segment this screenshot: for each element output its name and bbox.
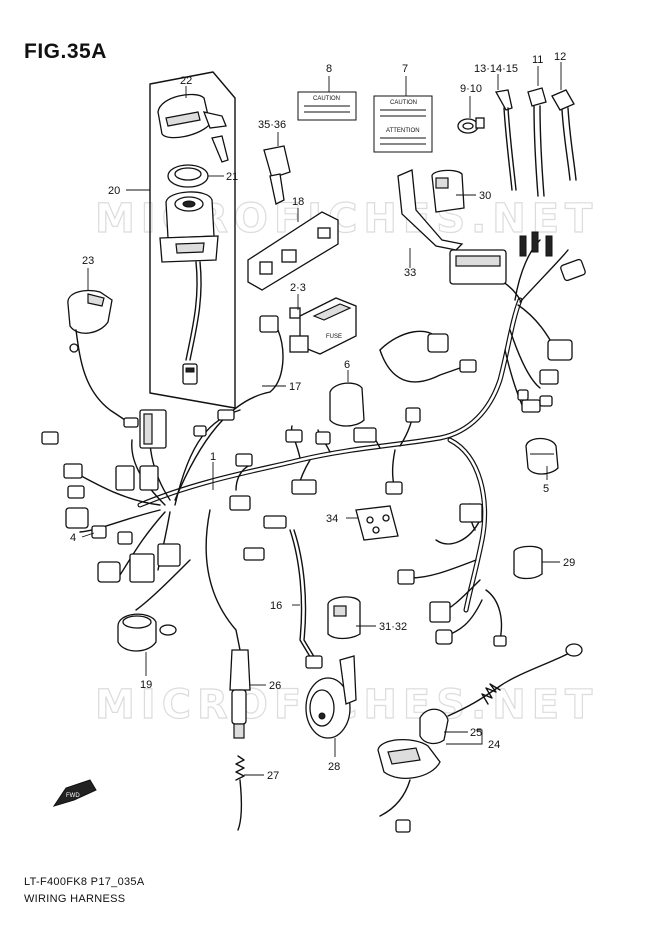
callout-5: 5: [543, 483, 549, 495]
caution-labels: CAUTION CAUTION ATTENTION: [297, 91, 433, 153]
callout-9-10: 9·10: [460, 83, 482, 95]
fwd-text: FWD: [66, 793, 80, 799]
fuse-bracket-plate: [247, 211, 339, 291]
callout-21: 21: [226, 171, 238, 183]
callout-11: 11: [532, 54, 543, 66]
relay-30: [431, 169, 465, 213]
callout-28: 28: [328, 761, 340, 773]
callout-7: 7: [402, 63, 408, 75]
callout-25: 25: [470, 727, 482, 739]
cap-5: [525, 437, 559, 475]
caution-tag-7: CAUTION: [390, 100, 417, 106]
handlebar-switch-left: [67, 289, 139, 428]
callout-1: 1: [210, 451, 216, 463]
callout-22: 22: [180, 75, 192, 87]
callout-29: 29: [563, 557, 575, 569]
callout-6: 6: [344, 359, 350, 371]
bracket-34: [355, 505, 399, 541]
callout-33: 33: [404, 267, 416, 279]
handlebar-switch-right: [377, 643, 583, 833]
ignition-key: [263, 145, 291, 205]
callout-18: 18: [292, 196, 304, 208]
fuse-text: FUSE: [326, 334, 342, 340]
sensor-26: [205, 509, 251, 739]
clamp-9-10: [457, 117, 485, 134]
callout-23: 23: [82, 255, 94, 267]
callout-27: 27: [267, 770, 279, 782]
cover-6: [329, 382, 365, 427]
relay-29: [513, 545, 543, 580]
attention-tag: ATTENTION: [386, 128, 420, 134]
callout-2-3: 2·3: [290, 282, 306, 294]
callout-20: 20: [108, 185, 120, 197]
fuse-box: FUSE: [289, 297, 357, 355]
switch-19: [117, 559, 191, 652]
figure-name: WIRING HARNESS: [24, 893, 126, 905]
callout-34: 34: [326, 513, 338, 525]
spring-clip-27: [235, 755, 245, 831]
callout-31-32: 31·32: [379, 621, 407, 633]
callout-16: 16: [270, 600, 282, 612]
callout-35-36: 35·36: [258, 119, 286, 131]
callout-26: 26: [269, 680, 281, 692]
main-wiring-harness: [69, 239, 569, 641]
callout-30: 30: [479, 190, 491, 202]
caution-tag-8: CAUTION: [313, 96, 340, 102]
callout-17: 17: [289, 381, 301, 393]
forward-direction-arrow: FWD: [52, 779, 97, 807]
bracket-33: [397, 169, 464, 251]
harness-connectors: [41, 231, 586, 647]
relay-31-32: [327, 596, 361, 640]
sensor-lead-16: [289, 529, 323, 669]
callout-24: 24: [488, 739, 500, 751]
callout-leaders: [81, 62, 562, 776]
horn-28: [305, 655, 357, 739]
callout-4: 4: [70, 532, 76, 544]
callout-19: 19: [140, 679, 152, 691]
model-code: LT-F400FK8 P17_035A: [24, 876, 145, 888]
callout-numbers: 22 21 20 23 35·36 18 8 7 9·10 13·14·15 1…: [70, 51, 575, 782]
callout-8: 8: [326, 63, 332, 75]
cable-ties: [494, 87, 577, 197]
callout-13-14-15: 13·14·15: [474, 63, 518, 75]
figure-title: FIG.35A: [24, 40, 107, 63]
ignition-switch-group: [149, 71, 236, 409]
callout-12: 12: [554, 51, 566, 63]
